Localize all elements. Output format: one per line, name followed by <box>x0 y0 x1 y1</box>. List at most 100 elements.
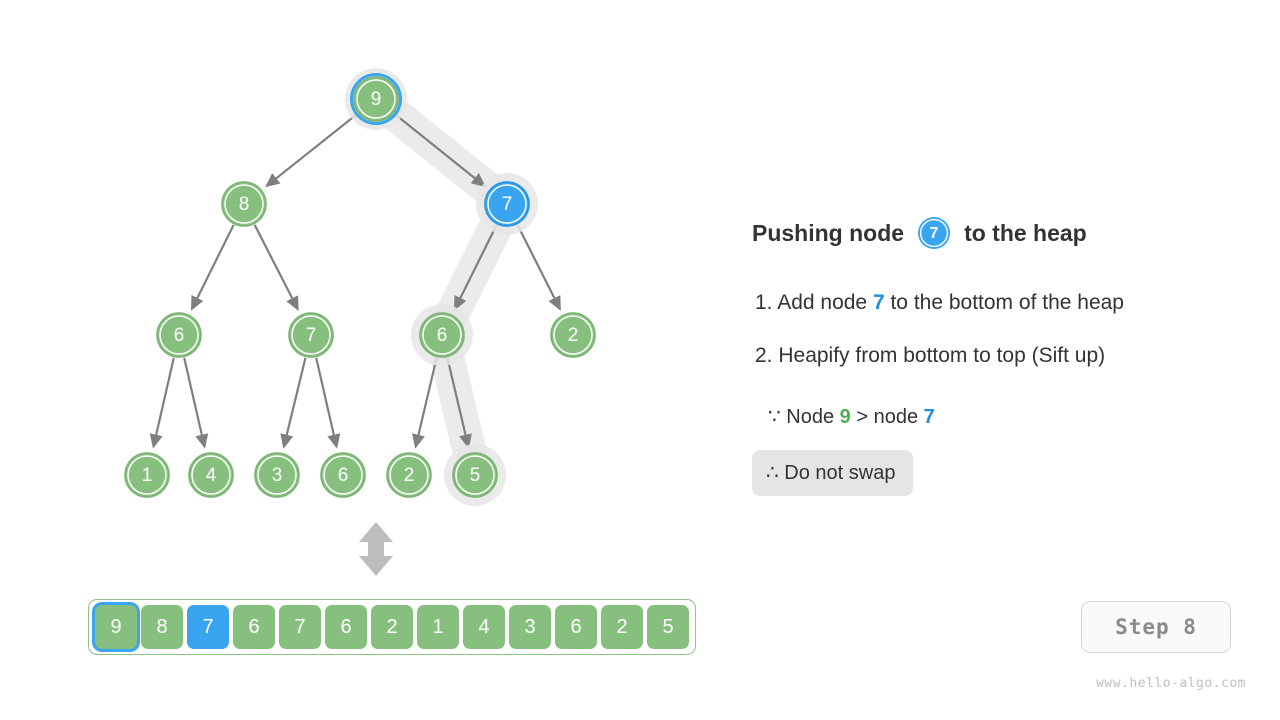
tree-edge <box>253 224 299 311</box>
array-cell[interactable]: 6 <box>555 605 597 649</box>
reason-before: Node <box>780 406 840 428</box>
node-circle <box>254 452 300 498</box>
tree-node[interactable]: 2 <box>386 452 432 498</box>
node-inner-ring <box>257 455 297 495</box>
array-cell-value: 7 <box>202 615 214 638</box>
node-inner-ring <box>224 184 264 224</box>
array-cell[interactable]: 2 <box>371 605 413 649</box>
site-footer: www.hello-algo.com <box>1096 676 1246 691</box>
node-circle <box>320 452 366 498</box>
tree-node[interactable]: 6 <box>320 452 366 498</box>
node-value: 8 <box>239 194 250 215</box>
panel-title-suffix: to the heap <box>964 219 1087 246</box>
comparison-reason: ∵ Node 9 > node 7 <box>768 404 935 429</box>
array-cell[interactable]: 9 <box>95 605 137 649</box>
tree-edge <box>446 357 472 449</box>
tree-edge <box>265 112 359 188</box>
array-cell[interactable]: 6 <box>325 605 367 649</box>
node-inner-ring <box>553 315 593 355</box>
node-value: 6 <box>437 325 448 346</box>
therefore-symbol: ∴ <box>766 462 779 484</box>
array-cell-value: 6 <box>340 615 352 638</box>
node-inner-ring <box>323 455 363 495</box>
sift-up-path-highlight <box>359 82 524 492</box>
node-value: 3 <box>272 465 283 486</box>
node-circle <box>124 452 170 498</box>
node-circle <box>484 181 530 227</box>
node-value: 4 <box>206 465 217 486</box>
node-value: 6 <box>174 325 185 346</box>
step-1-text: 1. Add node 7 to the bottom of the heap <box>755 291 1124 315</box>
node-selection-ring <box>350 73 402 125</box>
svg-text:7: 7 <box>930 225 939 242</box>
array-cell-value: 8 <box>156 615 168 638</box>
tree-node[interactable]: 5 <box>452 452 498 498</box>
array-cell-value: 2 <box>386 615 398 638</box>
tree-node[interactable]: 2 <box>550 312 596 358</box>
tree-edge <box>190 224 235 311</box>
array-cell[interactable]: 2 <box>601 605 643 649</box>
array-cell[interactable]: 4 <box>463 605 505 649</box>
array-cell-value: 9 <box>110 615 122 638</box>
verdict-badge: ∴ Do not swap <box>752 450 914 496</box>
array-cell[interactable]: 3 <box>509 605 551 649</box>
step-2-text: 2. Heapify from bottom to top (Sift up) <box>755 344 1106 367</box>
panel-title: Pushing node 7 to the heap <box>752 216 1087 250</box>
array-cell-value: 2 <box>616 615 628 638</box>
tree-edge <box>453 224 498 311</box>
array-cell-value: 6 <box>570 615 582 638</box>
tree-node[interactable]: 8 <box>221 181 267 227</box>
array-cell-value: 3 <box>524 615 536 638</box>
reason-middle: > node <box>850 406 924 428</box>
array-cell[interactable]: 6 <box>233 605 275 649</box>
binary-heap-tree: 9 8 7 6 7 6 2 1 4 3 6 2 5 <box>124 68 596 506</box>
node-inner-ring <box>159 315 199 355</box>
node-inner-ring <box>487 184 527 224</box>
tree-nodes: 9 8 7 6 7 6 2 1 4 3 6 2 5 <box>124 73 596 498</box>
node-circle <box>386 452 432 498</box>
tree-node[interactable]: 7 <box>484 181 530 227</box>
tree-edge <box>393 112 486 188</box>
node-value: 7 <box>306 325 317 346</box>
double-arrow-vertical-icon <box>359 522 393 576</box>
because-symbol: ∵ <box>768 406 781 428</box>
array-cell-value: 1 <box>432 615 444 638</box>
array-cell-value: 6 <box>248 615 260 638</box>
tree-edge <box>412 357 438 449</box>
node-value: 7 <box>502 194 513 215</box>
array-cell-value: 4 <box>478 615 490 638</box>
tree-node[interactable]: 4 <box>188 452 234 498</box>
node-inner-ring <box>422 315 462 355</box>
tree-node[interactable]: 9 <box>350 73 402 125</box>
tree-node[interactable]: 7 <box>288 312 334 358</box>
tree-edge <box>315 357 341 449</box>
array-cell[interactable]: 7 <box>279 605 321 649</box>
tree-edge <box>516 224 561 311</box>
node-value: 6 <box>338 465 349 486</box>
tree-edge <box>280 357 307 449</box>
node-circle <box>353 76 399 122</box>
node-value: 1 <box>142 465 153 486</box>
step-1-after: to the bottom of the heap <box>884 291 1124 314</box>
tree-node[interactable]: 6 <box>419 312 465 358</box>
highlight-stroke <box>359 82 524 492</box>
node-value: 2 <box>568 325 579 346</box>
step-1-before: 1. Add node <box>755 291 873 314</box>
node-inner-ring <box>191 455 231 495</box>
tree-node[interactable]: 1 <box>124 452 170 498</box>
tree-node[interactable]: 3 <box>254 452 300 498</box>
node-circle <box>419 312 465 358</box>
node-circle <box>550 312 596 358</box>
array-cell[interactable]: 8 <box>141 605 183 649</box>
tree-node[interactable]: 6 <box>156 312 202 358</box>
node-value: 5 <box>470 465 481 486</box>
node-circle <box>288 312 334 358</box>
array-cell[interactable]: 7 <box>187 605 229 649</box>
array-cell[interactable]: 1 <box>417 605 459 649</box>
tree-edge <box>183 357 209 449</box>
node-value: 9 <box>371 89 382 110</box>
array-cell[interactable]: 5 <box>647 605 689 649</box>
node-circle <box>188 452 234 498</box>
